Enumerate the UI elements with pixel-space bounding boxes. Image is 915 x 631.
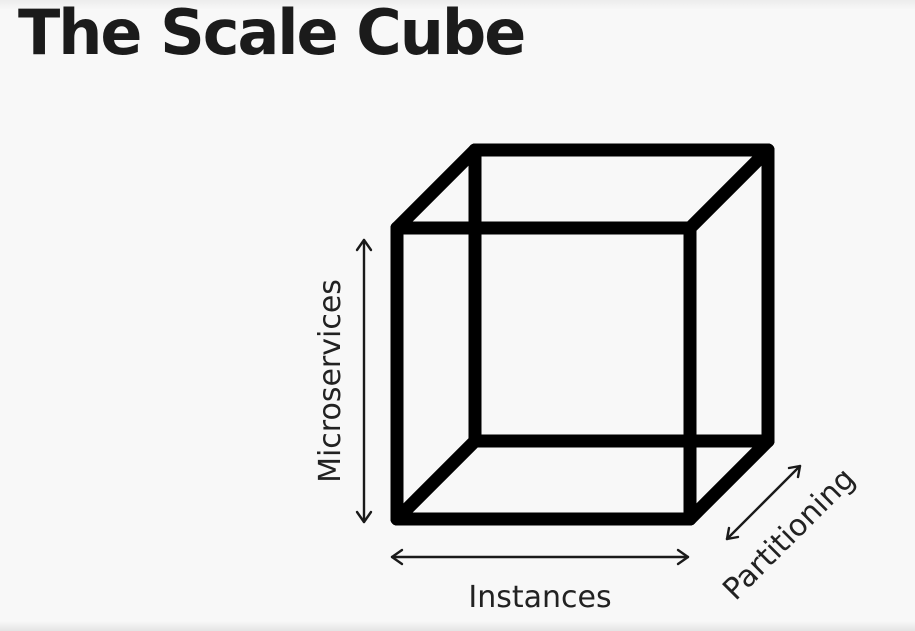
cube-depth-edges [390,143,775,526]
cube-edge-depth-bottom-left [390,434,482,526]
horizontal-axis-label: Instances [468,580,611,615]
cube-front-face [390,221,697,526]
vertical-axis-label: Microservices [313,279,348,483]
page-title: The Scale Cube [18,0,526,69]
horizontal-axis-arrow [390,548,690,566]
depth-axis-arrow [725,464,802,541]
cube-back-face [468,143,775,448]
depth-axis-label: Partitioning [716,461,862,607]
vertical-axis-arrow [355,238,373,524]
cube-edge-depth-top-right [683,143,775,235]
cube-edge-depth-top-left [390,143,482,235]
cube-edge-depth-bottom-right [683,434,775,526]
